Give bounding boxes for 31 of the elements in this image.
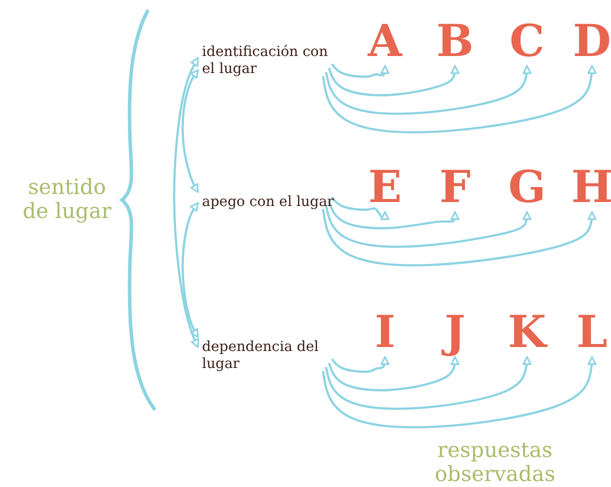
- arrow: [322, 356, 596, 428]
- response-letter: G: [508, 168, 546, 208]
- response-letter: D: [572, 22, 611, 62]
- arrow: [328, 200, 460, 230]
- concept-label: identificación con el lugar: [202, 44, 342, 78]
- arrow: [331, 196, 390, 220]
- arrow: [322, 65, 596, 134]
- response-letter: L: [576, 313, 608, 353]
- arrow: [328, 356, 460, 392]
- response-letter: F: [439, 168, 471, 208]
- caption-label: respuestas observadas: [434, 438, 556, 486]
- response-letter: A: [368, 22, 402, 62]
- double-arrow: [182, 202, 199, 338]
- arrow: [331, 63, 390, 78]
- arrow: [331, 356, 390, 373]
- response-letter: C: [509, 22, 545, 62]
- response-letter: H: [571, 168, 611, 208]
- concept-label: apego con el lugar: [202, 194, 342, 211]
- double-arrow: [173, 57, 199, 348]
- arrow: [322, 208, 596, 266]
- response-letter: B: [436, 22, 474, 62]
- arrow: [324, 356, 532, 410]
- response-letter: K: [508, 313, 546, 353]
- arrow: [324, 65, 532, 115]
- arrow: [328, 65, 460, 96]
- double-arrow: [182, 69, 199, 193]
- arrow: [324, 204, 532, 248]
- group-label: sentido de lugar: [22, 175, 112, 223]
- response-letter: E: [368, 168, 402, 208]
- concept-label: dependencia del lugar: [202, 339, 342, 373]
- response-letter: I: [374, 313, 396, 353]
